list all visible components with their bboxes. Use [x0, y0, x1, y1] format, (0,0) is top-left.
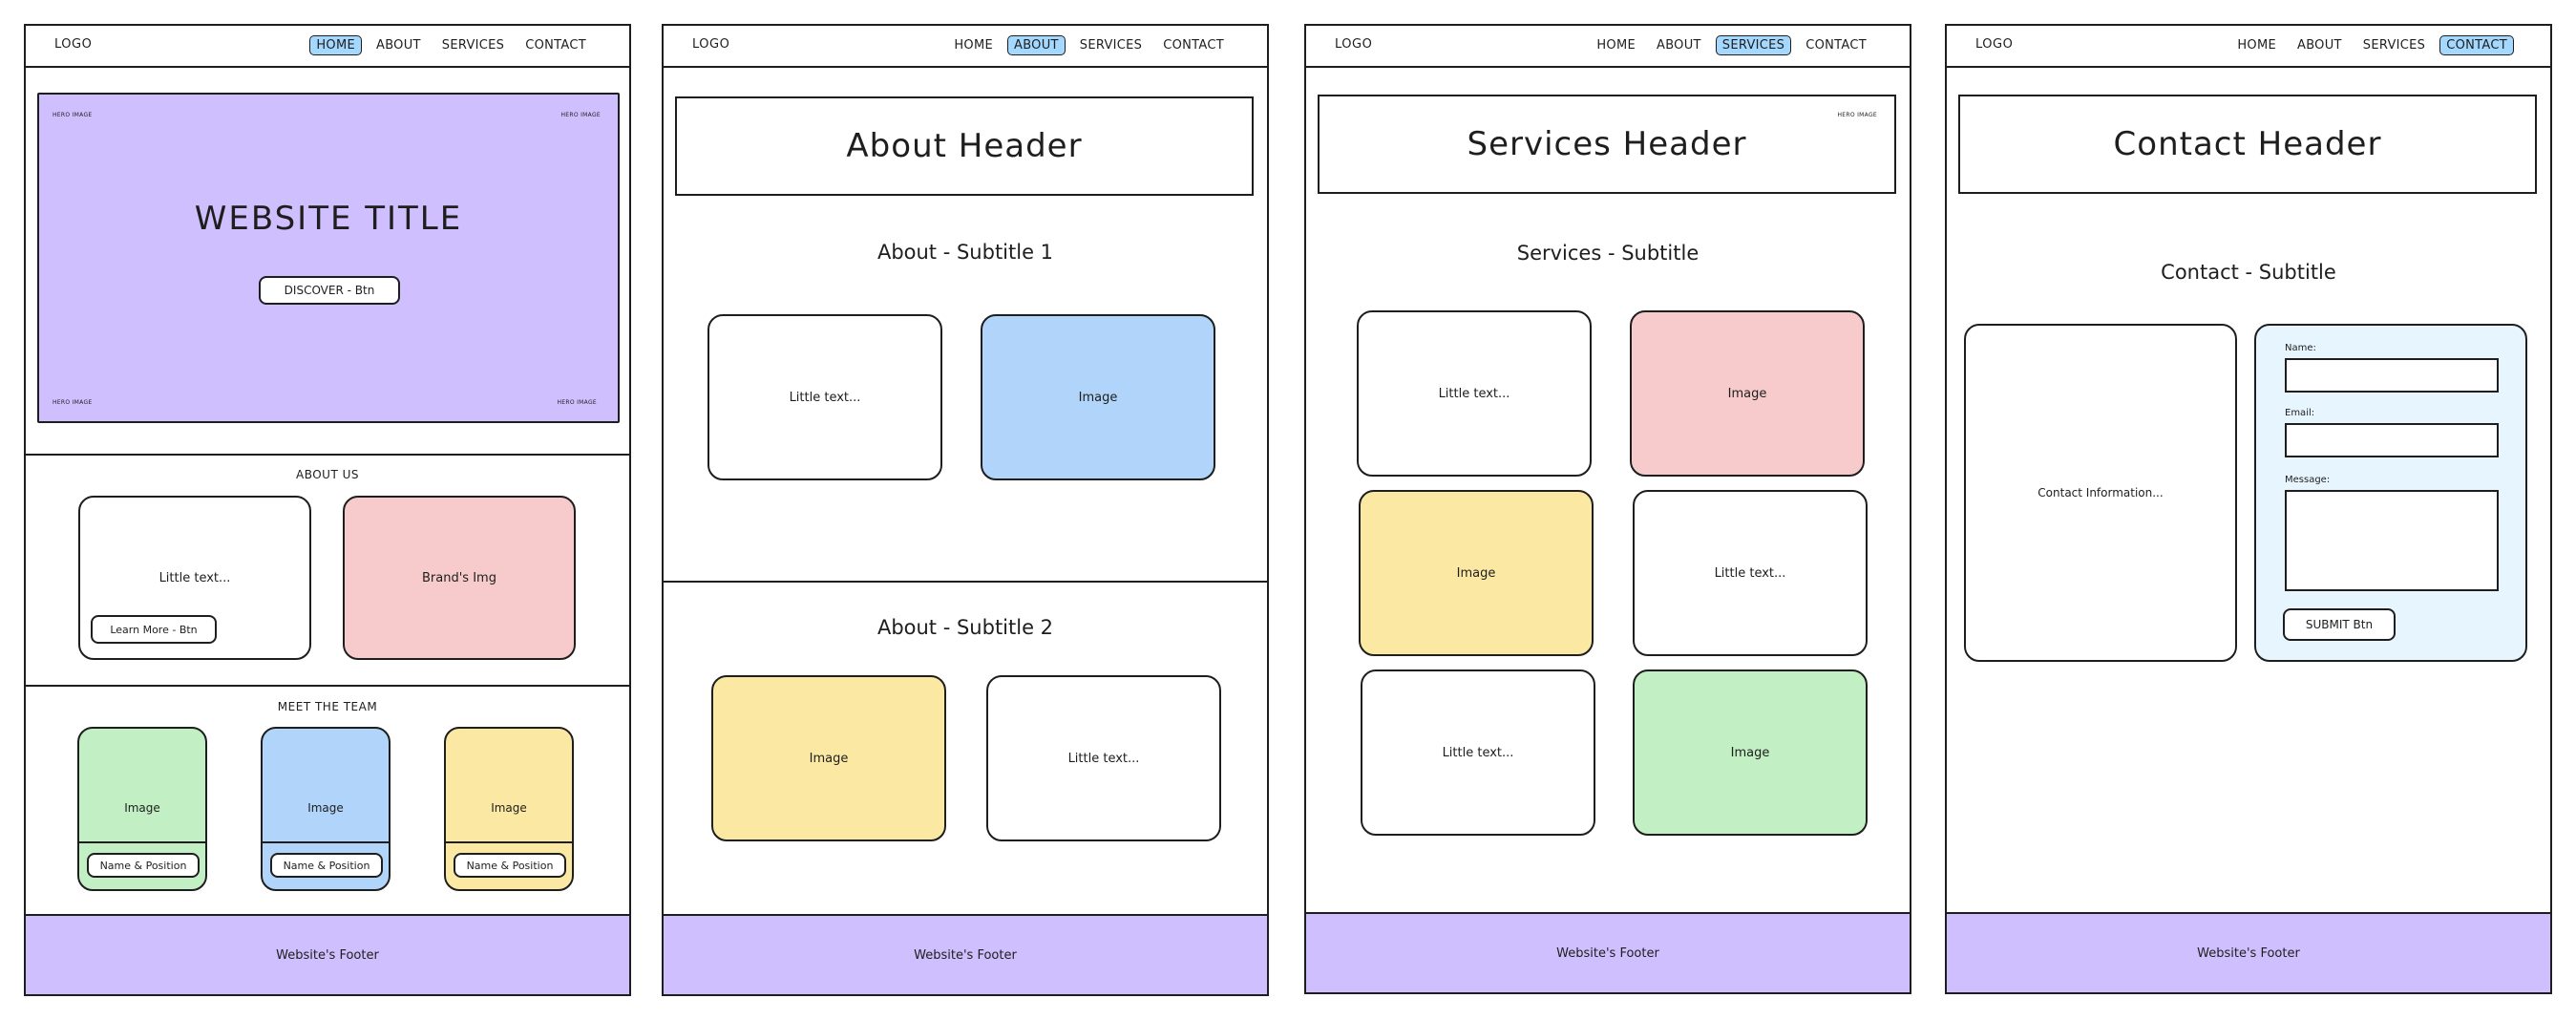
nav-services[interactable]: SERVICES [1079, 38, 1143, 53]
nav-services[interactable]: SERVICES [1715, 35, 1792, 55]
team-card-2: Image Name & Position [261, 727, 391, 891]
nav-about[interactable]: ABOUT [376, 38, 421, 53]
image-label: Image [1456, 565, 1496, 581]
services-image-1: Image [1630, 310, 1865, 477]
nav-services[interactable]: SERVICES [441, 38, 505, 53]
image-label: Image [1727, 386, 1767, 401]
team-card-3: Image Name & Position [444, 727, 574, 891]
footer: Website's Footer [664, 914, 1267, 994]
contact-form: Name: Email: Message: SUBMIT Btn [2254, 324, 2527, 662]
website-title: WEBSITE TITLE [194, 200, 463, 238]
submit-button[interactable]: SUBMIT Btn [2283, 608, 2396, 641]
image-label: Image [1730, 745, 1770, 760]
nav-about[interactable]: ABOUT [1007, 35, 1066, 55]
nav-home[interactable]: HOME [954, 38, 993, 53]
services-text-card-1: Little text... [1357, 310, 1592, 477]
nav-about[interactable]: ABOUT [2297, 38, 2342, 53]
little-text: Little text... [1714, 565, 1786, 581]
services-header-text: Services Header [1467, 125, 1747, 163]
email-field[interactable] [2285, 423, 2499, 457]
hero-image-tag: HERO IMAGE [560, 112, 601, 118]
contact-page-wireframe: LOGO HOME ABOUT SERVICES CONTACT Contact… [1945, 24, 2552, 994]
nav-contact[interactable]: CONTACT [1805, 38, 1867, 53]
image-label: Image [809, 751, 849, 766]
about-text-card-1: Little text... [707, 314, 942, 480]
brand-image-label: Brand's Img [422, 570, 496, 585]
little-text: Little text... [1442, 745, 1514, 760]
hero-image: HERO IMAGE HERO IMAGE HERO IMAGE HERO IM… [37, 93, 620, 423]
name-position-button[interactable]: Name & Position [270, 853, 383, 878]
footer-text: Website's Footer [276, 947, 379, 963]
services-page-wireframe: LOGO HOME ABOUT SERVICES CONTACT Service… [1304, 24, 1911, 994]
name-position-button[interactable]: Name & Position [87, 853, 200, 878]
nav-contact[interactable]: CONTACT [525, 38, 586, 53]
brand-image: Brand's Img [343, 496, 576, 660]
logo[interactable]: LOGO [692, 37, 730, 52]
nav-home[interactable]: HOME [1596, 38, 1636, 53]
little-text: Little text... [789, 390, 861, 405]
footer: Website's Footer [26, 914, 629, 994]
footer-text: Website's Footer [1556, 946, 1659, 961]
little-text: Little text... [1067, 751, 1140, 766]
learn-more-button[interactable]: Learn More - Btn [91, 615, 217, 644]
about-us-text-card: Little text... [78, 496, 311, 660]
about-image-2: Image [711, 675, 946, 841]
team-card-1: Image Name & Position [77, 727, 207, 891]
nav-about[interactable]: ABOUT [1657, 38, 1701, 53]
footer-text: Website's Footer [914, 947, 1017, 963]
about-page-wireframe: LOGO HOME ABOUT SERVICES CONTACT About H… [662, 24, 1269, 996]
hero-image-tag: HERO IMAGE [557, 399, 597, 406]
nav-contact[interactable]: CONTACT [2439, 35, 2514, 55]
name-field[interactable] [2285, 358, 2499, 393]
image-label: Image [1078, 390, 1118, 405]
about-image-1: Image [981, 314, 1215, 480]
nav-home[interactable]: HOME [2237, 38, 2276, 53]
contact-info-card: Contact Information... [1964, 324, 2237, 662]
home-navbar: LOGO HOME ABOUT SERVICES CONTACT [26, 26, 629, 68]
hero-image-tag: HERO IMAGE [53, 112, 93, 118]
contact-navbar: LOGO HOME ABOUT SERVICES CONTACT [1947, 26, 2550, 68]
about-text-card-2: Little text... [986, 675, 1221, 841]
logo[interactable]: LOGO [54, 37, 93, 52]
services-header: Services Header HERO IMAGE [1318, 95, 1896, 194]
services-subtitle: Services - Subtitle [1516, 242, 1700, 265]
home-page-wireframe: LOGO HOME ABOUT SERVICES CONTACT HERO IM… [24, 24, 631, 996]
message-label: Message: [2285, 475, 2331, 485]
team-image-label: Image [307, 801, 344, 815]
nav-home[interactable]: HOME [309, 35, 362, 55]
contact-subtitle: Contact - Subtitle [2161, 261, 2336, 284]
about-navbar: LOGO HOME ABOUT SERVICES CONTACT [664, 26, 1267, 68]
services-image-2: Image [1359, 490, 1594, 656]
services-text-card-3: Little text... [1361, 669, 1595, 836]
logo[interactable]: LOGO [1975, 37, 2014, 52]
little-text: Little text... [158, 570, 231, 585]
hero-image-tag: HERO IMAGE [1837, 112, 1877, 118]
footer: Website's Footer [1306, 912, 1910, 992]
services-text-card-2: Little text... [1633, 490, 1868, 656]
services-navbar: LOGO HOME ABOUT SERVICES CONTACT [1306, 26, 1910, 68]
nav-contact[interactable]: CONTACT [1163, 38, 1224, 53]
name-position-button[interactable]: Name & Position [454, 853, 566, 878]
discover-button[interactable]: DISCOVER - Btn [259, 276, 400, 305]
meet-the-team-heading: MEET THE TEAM [277, 700, 378, 713]
logo[interactable]: LOGO [1335, 37, 1373, 52]
footer-text: Website's Footer [2197, 946, 2300, 961]
hero-image-tag: HERO IMAGE [53, 399, 93, 406]
team-image-label: Image [491, 801, 527, 815]
about-subtitle-1: About - Subtitle 1 [876, 241, 1054, 264]
nav-services[interactable]: SERVICES [2362, 38, 2426, 53]
contact-header: Contact Header [1958, 95, 2537, 194]
message-field[interactable] [2285, 490, 2499, 591]
footer: Website's Footer [1947, 912, 2550, 992]
about-us-heading: ABOUT US [295, 468, 359, 481]
about-subtitle-2: About - Subtitle 2 [876, 616, 1054, 639]
email-label: Email: [2285, 408, 2315, 418]
little-text: Little text... [1438, 386, 1510, 401]
team-image-label: Image [124, 801, 160, 815]
contact-info-text: Contact Information... [2038, 486, 2164, 499]
about-header: About Header [675, 96, 1254, 196]
services-image-3: Image [1633, 669, 1868, 836]
name-label: Name: [2285, 343, 2316, 353]
